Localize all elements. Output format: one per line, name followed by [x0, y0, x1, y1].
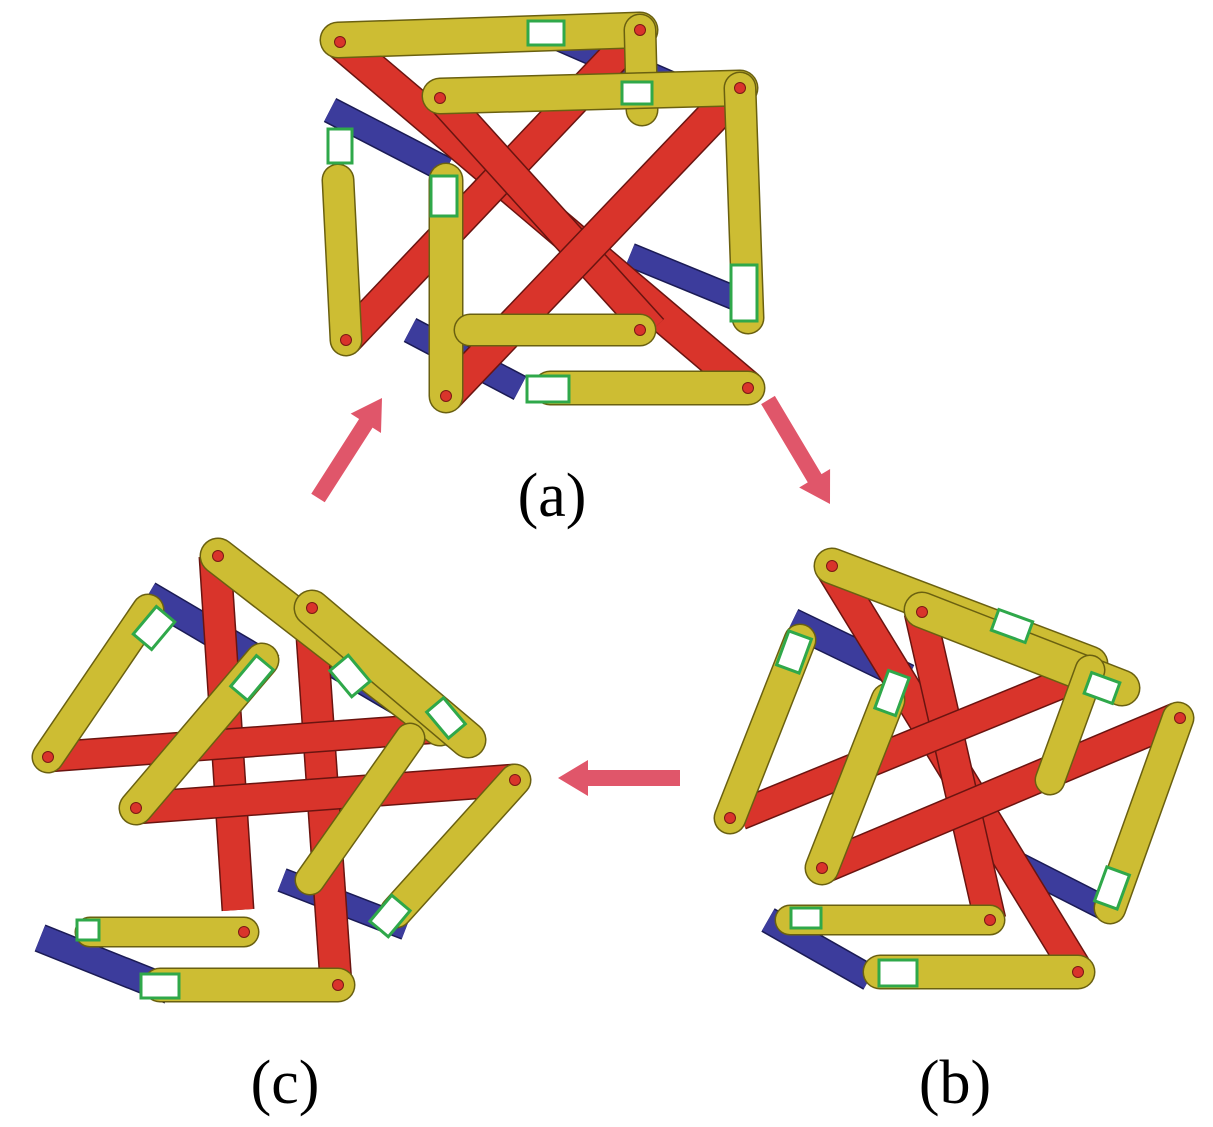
a-pin-1 [334, 36, 346, 48]
b-slider-box-1 [774, 629, 814, 675]
panel-b-mechanism [713, 547, 1195, 990]
b-slider-box-3 [989, 607, 1035, 645]
b-slider-box-5 [1092, 865, 1132, 911]
b-pin-4 [724, 812, 736, 824]
a-yellow-link-top-back-face [321, 13, 657, 57]
c-slider-box-5 [367, 893, 413, 939]
panel-c-mechanism [31, 537, 532, 1004]
c-pin-3 [42, 751, 54, 763]
a-slider-box-6 [525, 374, 571, 404]
b-pin-2 [916, 606, 928, 618]
b-pin-6 [984, 914, 996, 926]
b-slider-box-4 [1082, 670, 1122, 706]
a-slider-box-5 [729, 263, 759, 323]
c-slider-box-7 [75, 918, 101, 942]
c-pin-5 [509, 774, 521, 786]
c-pin-4 [130, 802, 142, 814]
c-slider-box-1 [131, 604, 177, 652]
panel-a-mechanism [319, 11, 766, 414]
b-pin-7 [1072, 966, 1084, 978]
c-red-horizontal-2-face [134, 765, 517, 823]
c-red-horizontal-1-face [46, 714, 442, 771]
a-pin-5 [340, 334, 352, 346]
a-blue-beam-left-face [324, 99, 452, 181]
c-slider-box-2 [228, 653, 276, 703]
a-pin-2 [634, 24, 646, 36]
a-slider-box-1 [526, 19, 566, 47]
b-pin-1 [826, 560, 838, 572]
b-slider-box-6 [877, 958, 919, 988]
a-yellow-link-top-front-face [423, 71, 757, 113]
b-yellow-link-right-back-face [1036, 656, 1104, 794]
b-red-diagonal-3-face [734, 659, 1096, 828]
c-pin-7 [332, 979, 344, 991]
b-red-diagonal-2-face [905, 608, 1005, 924]
a-slider-box-4 [429, 174, 459, 218]
arrow-b-to-c [558, 760, 680, 796]
b-pin-5 [816, 862, 828, 874]
a-red-diagonal-3-face [428, 85, 664, 341]
c-yellow-link-mid-face [296, 724, 424, 894]
b-pin-3 [1174, 712, 1186, 724]
panel-b-label: (b) [919, 1049, 991, 1117]
c-pin-2 [306, 602, 318, 614]
a-pin-4 [734, 82, 746, 94]
panel-c-label: (c) [251, 1049, 320, 1117]
c-yellow-link-left-back-face [33, 595, 163, 772]
a-slider-box-2 [620, 80, 654, 106]
a-pin-6 [440, 390, 452, 402]
c-pin-1 [212, 550, 224, 562]
arrow-a-to-b [761, 395, 831, 504]
a-slider-box-3 [326, 127, 354, 165]
b-slider-box-2 [872, 668, 912, 718]
c-yellow-link-right-face [381, 765, 530, 927]
a-pin-8 [742, 382, 754, 394]
transition-arrows [311, 395, 831, 796]
c-pin-6 [238, 926, 250, 938]
a-pin-3 [434, 92, 446, 104]
arrow-c-to-a [311, 398, 382, 503]
c-slider-box-6 [139, 972, 181, 1000]
a-pin-7 [634, 324, 646, 336]
b-slider-box-7 [789, 906, 823, 930]
c-slider-box-3 [327, 653, 373, 699]
a-yellow-link-left-back-face [323, 165, 361, 355]
b-red-diagonal-4-face [816, 704, 1184, 882]
panel-a-label: (a) [518, 462, 587, 530]
b-yellow-link-left-front-face [806, 684, 904, 884]
c-slider-box-4 [424, 695, 468, 741]
